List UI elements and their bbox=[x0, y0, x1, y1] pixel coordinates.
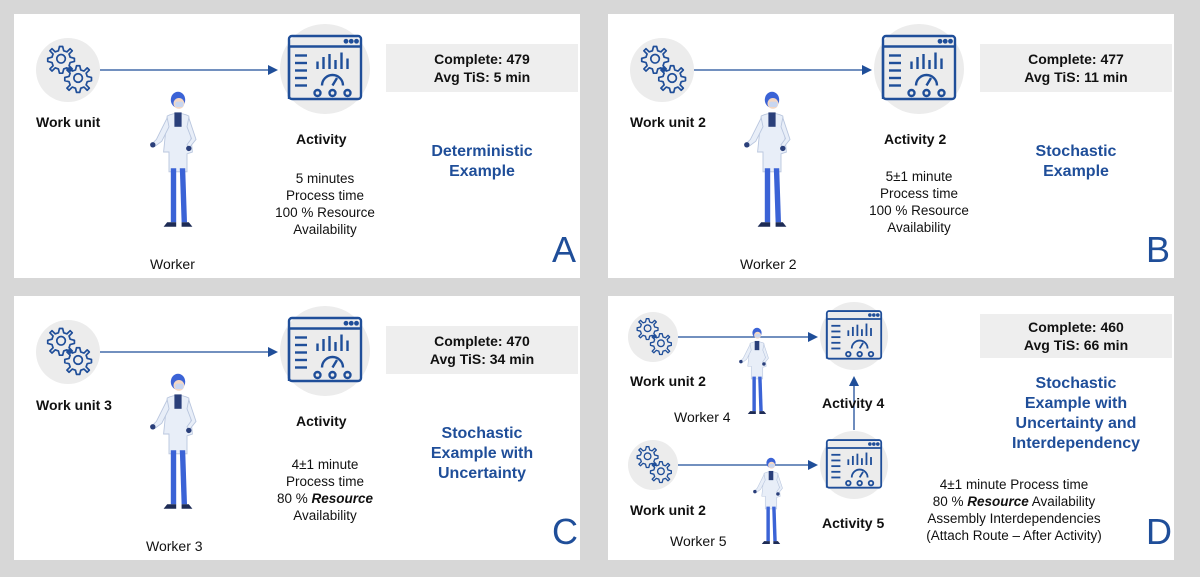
panel-letter: C bbox=[552, 511, 578, 552]
activity-label-top: Activity 4 bbox=[822, 395, 885, 411]
desc-line: 100 % Resource bbox=[869, 203, 969, 218]
activity-description: 4±1 minute Process time 80 % Resource Av… bbox=[914, 476, 1114, 544]
activity-description: 4±1 minute Process time 80 % Resource Av… bbox=[262, 456, 388, 524]
work-unit-label-bottom: Work unit 2 bbox=[630, 502, 706, 518]
avg-tis: Avg TiS: 11 min bbox=[1024, 69, 1128, 85]
worker-label-top: Worker 4 bbox=[674, 409, 731, 425]
desc-emphasis: Resource bbox=[967, 494, 1029, 509]
worker-figure bbox=[142, 76, 214, 246]
work-unit-node-top bbox=[628, 312, 678, 362]
stats-box: Complete: 477 Avg TiS: 11 min bbox=[980, 44, 1172, 92]
title-line: Stochastic bbox=[1035, 375, 1117, 392]
desc-line: 100 % Resource bbox=[275, 205, 375, 220]
desc-line: 4±1 minute bbox=[291, 457, 359, 472]
work-unit-label: Work unit bbox=[36, 114, 101, 130]
work-unit-node bbox=[36, 38, 100, 102]
work-unit-node bbox=[36, 320, 100, 384]
desc-line: 4±1 minute Process time bbox=[939, 477, 1089, 492]
flow-arrow bbox=[694, 65, 872, 75]
worker-figure bbox=[736, 76, 808, 246]
worker-figure-top bbox=[734, 326, 780, 418]
panel-a: Complete: 479 Avg TiS: 5 min Work unit W… bbox=[14, 14, 580, 278]
desc-text: Availability bbox=[1028, 494, 1096, 509]
desc-line: 80 % Resource bbox=[262, 490, 388, 507]
title-line: Example bbox=[449, 163, 515, 180]
avg-tis: Avg TiS: 34 min bbox=[429, 351, 535, 367]
activity-label: Activity bbox=[296, 131, 347, 147]
activity-label-bottom: Activity 5 bbox=[822, 515, 885, 531]
desc-line: Availability bbox=[293, 508, 357, 523]
worker-label-bottom: Worker 5 bbox=[670, 533, 727, 549]
desc-line: Process time bbox=[285, 474, 365, 489]
desc-line: Availability bbox=[293, 222, 357, 237]
panel-b: Complete: 477 Avg TiS: 11 min Work unit … bbox=[608, 14, 1174, 278]
activity-node bbox=[874, 24, 964, 114]
title-line: Stochastic bbox=[441, 425, 523, 442]
desc-line: 80 % Resource Availability bbox=[914, 493, 1114, 510]
desc-line: (Attach Route – After Activity) bbox=[926, 528, 1102, 543]
panel-d: Complete: 460 Avg TiS: 66 min Work unit … bbox=[608, 296, 1174, 560]
avg-tis: Avg TiS: 66 min bbox=[1023, 337, 1129, 353]
example-title: Stochastic Example bbox=[1008, 142, 1144, 182]
worker-label: Worker bbox=[150, 256, 195, 272]
stats-box: Complete: 470 Avg TiS: 34 min bbox=[386, 326, 578, 374]
complete-count: Complete: 477 bbox=[1028, 51, 1124, 67]
flow-arrow bbox=[100, 347, 278, 357]
activity-label: Activity bbox=[296, 413, 347, 429]
complete-count: Complete: 479 bbox=[434, 51, 530, 67]
desc-line: Availability bbox=[887, 220, 951, 235]
activity-description: 5±1 minute Process time 100 % Resource A… bbox=[856, 168, 982, 236]
desc-line: 5 minutes bbox=[295, 171, 355, 186]
activity-node-top bbox=[820, 302, 888, 370]
activity-node-bottom bbox=[820, 431, 888, 499]
title-line: Example bbox=[1043, 163, 1109, 180]
panel-letter: B bbox=[1146, 229, 1171, 270]
title-line: Interdependency bbox=[1011, 435, 1141, 452]
worker-label: Worker 2 bbox=[740, 256, 797, 272]
work-unit-label: Work unit 2 bbox=[630, 114, 706, 130]
stats-box: Complete: 479 Avg TiS: 5 min bbox=[386, 44, 578, 92]
panel-c: Complete: 470 Avg TiS: 34 min Work unit … bbox=[14, 296, 580, 560]
avg-tis: Avg TiS: 5 min bbox=[433, 69, 531, 85]
desc-line: 5±1 minute bbox=[885, 169, 953, 184]
example-title: Deterministic Example bbox=[414, 142, 550, 182]
work-unit-node bbox=[630, 38, 694, 102]
flow-arrows bbox=[678, 332, 859, 470]
desc-line: Process time bbox=[285, 188, 365, 203]
title-line: Deterministic bbox=[431, 143, 533, 160]
activity-node bbox=[280, 24, 370, 114]
title-line: Example with bbox=[1024, 395, 1128, 412]
desc-text: 80 % bbox=[932, 494, 968, 509]
stats-box: Complete: 460 Avg TiS: 66 min bbox=[980, 314, 1172, 358]
work-unit-label-top: Work unit 2 bbox=[630, 373, 706, 389]
flow-arrow bbox=[100, 65, 278, 75]
activity-description: 5 minutes Process time 100 % Resource Av… bbox=[262, 170, 388, 238]
title-line: Example with bbox=[430, 445, 534, 462]
work-unit-label: Work unit 3 bbox=[36, 397, 112, 413]
worker-figure bbox=[142, 358, 214, 528]
work-unit-node-bottom bbox=[628, 440, 678, 490]
desc-line: Process time bbox=[879, 186, 959, 201]
title-line: Stochastic bbox=[1035, 143, 1117, 160]
activity-node bbox=[280, 306, 370, 396]
worker-figure-bottom bbox=[748, 456, 794, 548]
desc-text: 80 % bbox=[276, 491, 312, 506]
complete-count: Complete: 460 bbox=[1028, 319, 1124, 335]
title-line: Uncertainty bbox=[437, 465, 527, 482]
activity-label: Activity 2 bbox=[884, 131, 947, 147]
desc-line: Assembly Interdependencies bbox=[927, 511, 1101, 526]
panel-letter: D bbox=[1146, 511, 1172, 552]
complete-count: Complete: 470 bbox=[434, 333, 530, 349]
panel-letter: A bbox=[552, 229, 577, 270]
worker-label: Worker 3 bbox=[146, 538, 203, 554]
example-title: Stochastic Example with Uncertainty and … bbox=[992, 374, 1160, 454]
title-line: Uncertainty and bbox=[1015, 415, 1137, 432]
example-title: Stochastic Example with Uncertainty bbox=[414, 424, 550, 484]
desc-emphasis: Resource bbox=[311, 491, 374, 506]
